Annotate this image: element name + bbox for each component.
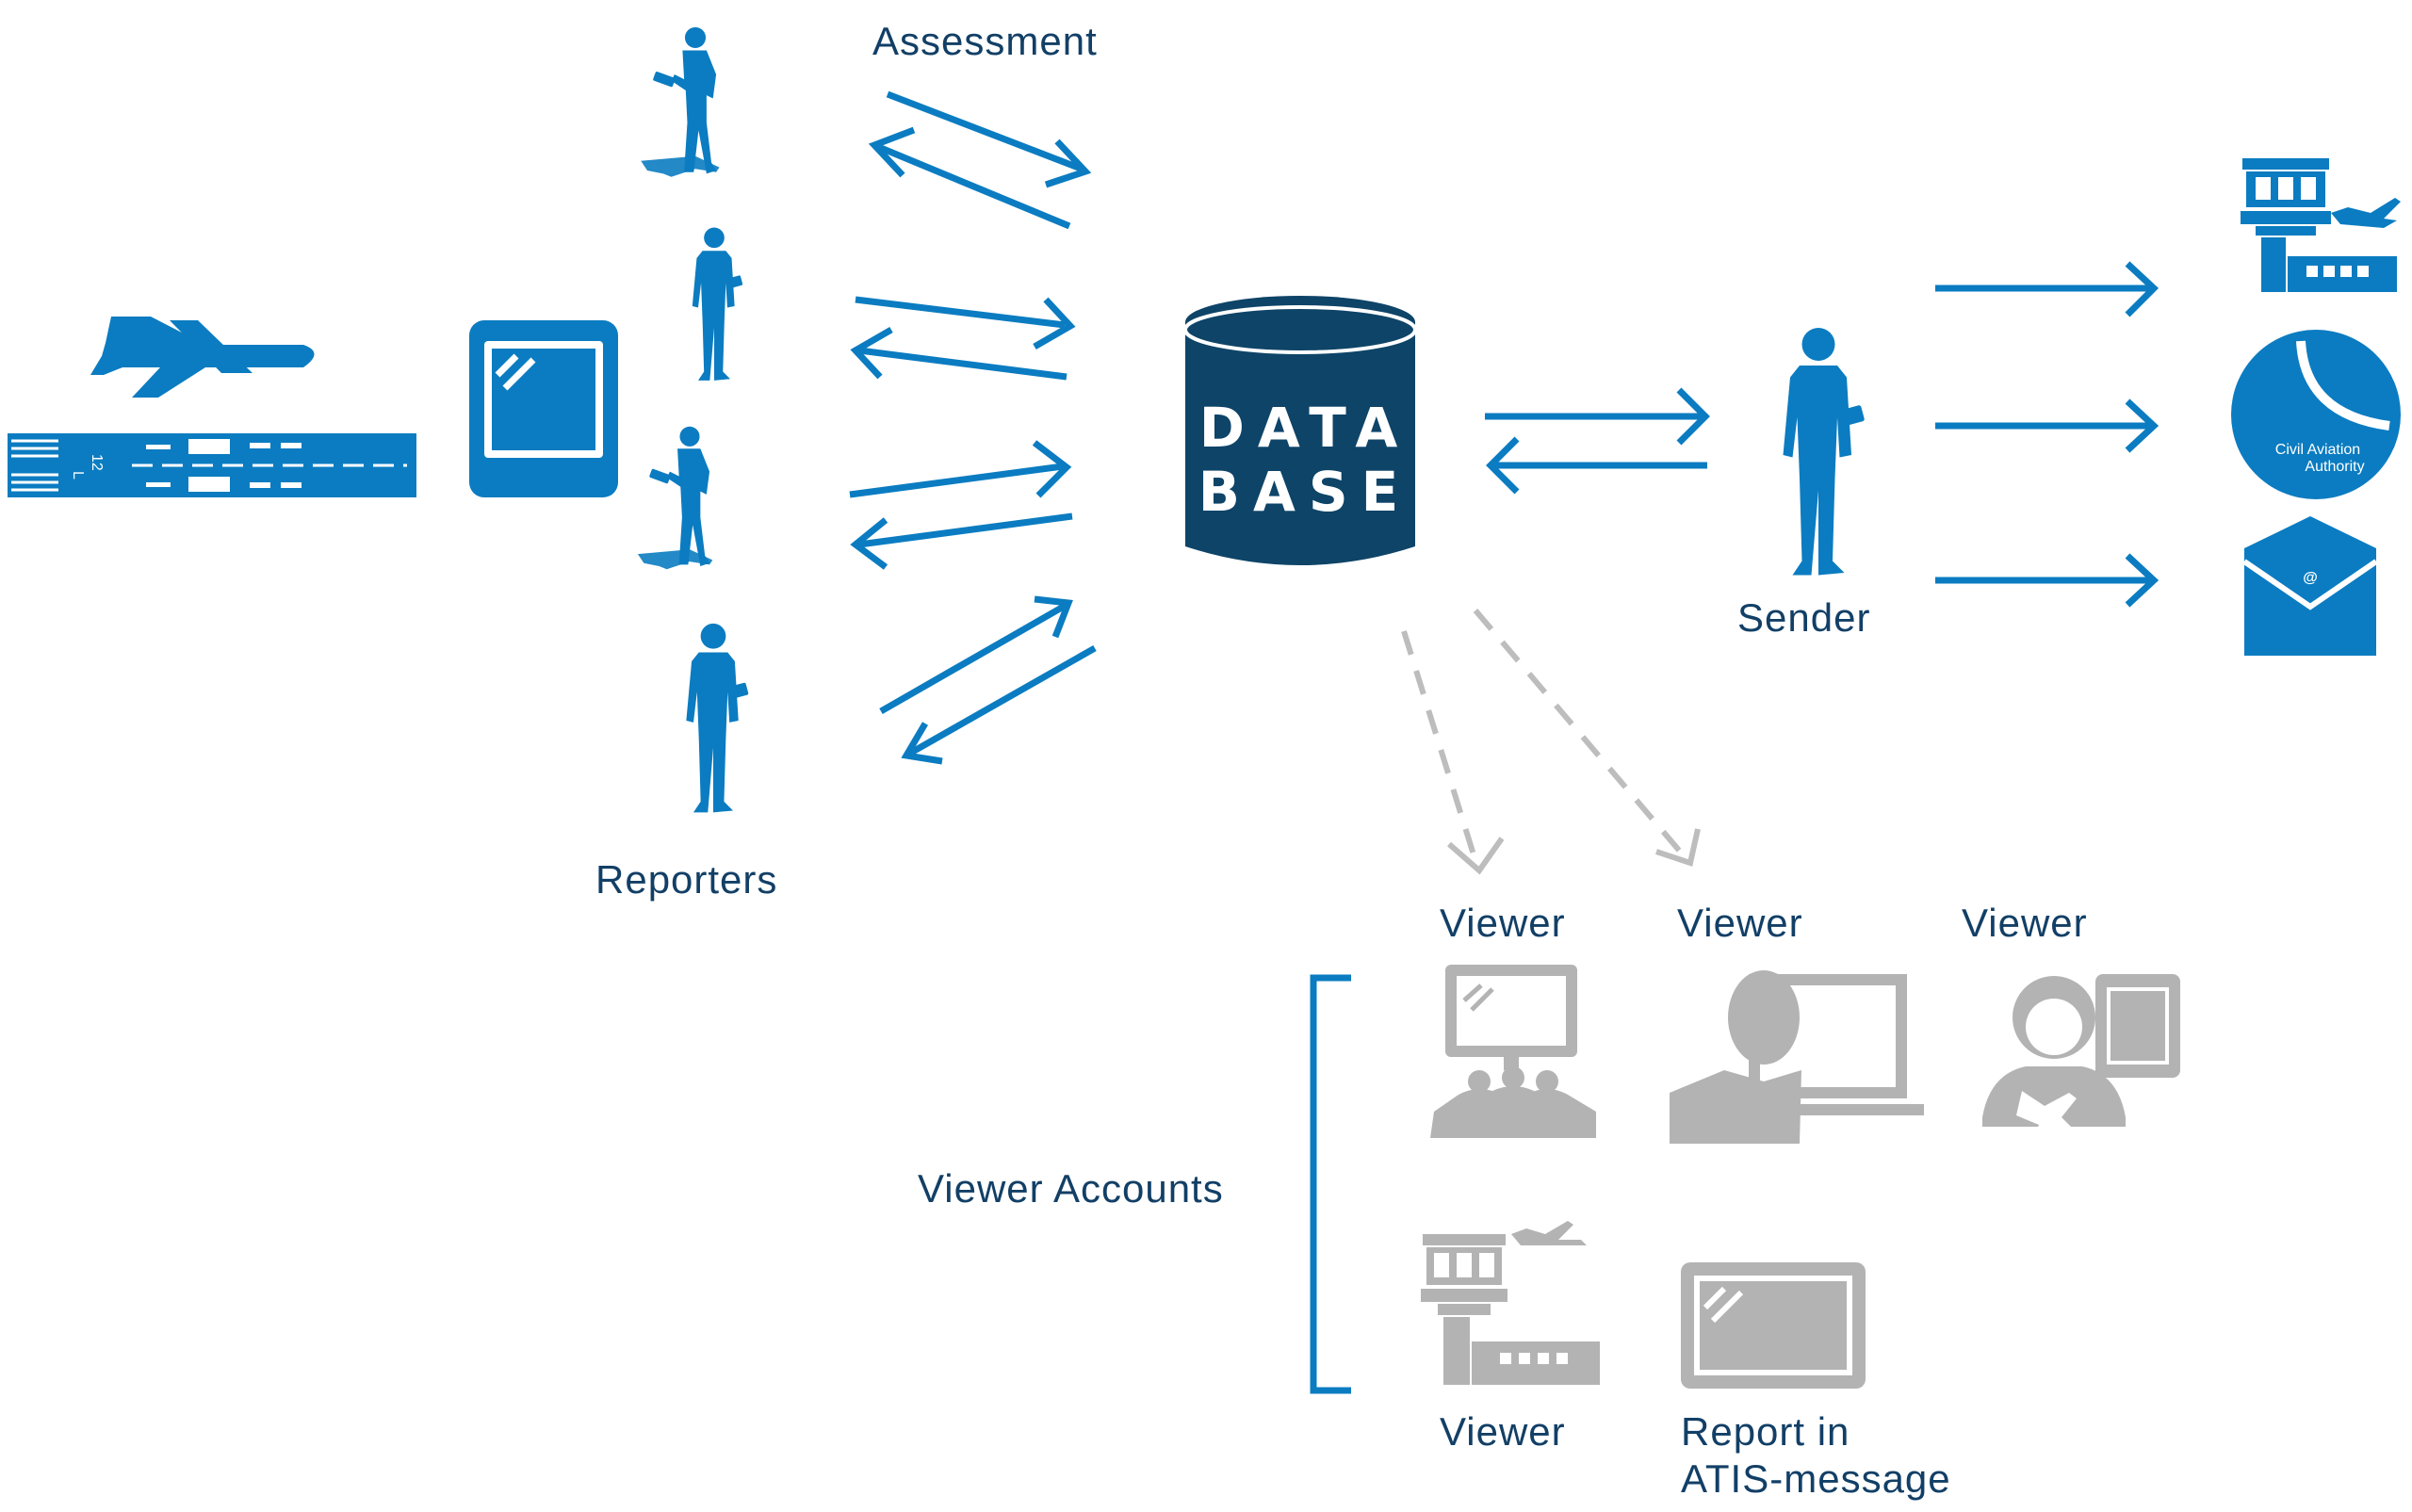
control-tower-icon <box>2241 158 2401 292</box>
sender-output-arrows <box>1935 261 2159 608</box>
sender-label: Sender <box>1737 595 1870 640</box>
reporter-person-icon <box>641 26 720 177</box>
report-label-line1: Report in <box>1681 1409 1850 1454</box>
civil-aviation-authority-logo: Civil Aviation Authority <box>2231 330 2401 499</box>
sender-person-icon <box>1783 328 1866 576</box>
reporter-person-icon <box>637 426 713 570</box>
database-viewer-arrows <box>1401 609 1701 875</box>
database-label-line2: BASE <box>1198 460 1412 524</box>
person-monitor-icon <box>1670 970 1924 1144</box>
reporters-label: Reporters <box>595 857 777 902</box>
caa-line1: Civil Aviation <box>2275 442 2360 458</box>
viewer-label: Viewer <box>1440 901 1566 945</box>
runway-icon: 12 L <box>8 433 416 497</box>
person-tablet-plane-icon <box>1982 974 2180 1157</box>
email-symbol: @ <box>2303 570 2318 586</box>
airplane-icon <box>90 317 315 398</box>
email-icon: @ <box>2242 516 2378 656</box>
runway-number: 12 <box>89 454 105 471</box>
viewer-accounts-bracket <box>1310 974 1351 1394</box>
database-label-line1: DATA <box>1199 396 1410 460</box>
assessment-label: Assessment <box>872 19 1098 63</box>
reporter-database-arrows <box>849 90 1097 765</box>
database-icon: DATA BASE <box>1183 296 1417 565</box>
caa-line2: Authority <box>2305 459 2364 475</box>
viewer-label: Viewer <box>1440 1409 1566 1454</box>
tower-airplane-icon <box>1421 1221 1600 1385</box>
database-sender-arrows <box>1485 387 1710 495</box>
runway-side: L <box>70 471 86 480</box>
viewer-label: Viewer <box>1962 901 2088 945</box>
tablet-icon <box>469 320 618 497</box>
viewer-label: Viewer <box>1677 901 1803 945</box>
monitor-group-icon <box>1430 965 1596 1138</box>
viewer-accounts-label: Viewer Accounts <box>918 1166 1224 1211</box>
reporter-person-icon <box>692 227 743 381</box>
reporter-person-icon <box>686 623 749 813</box>
report-label-line2: ATIS-message <box>1681 1456 1951 1501</box>
monitor-icon <box>1681 1262 1866 1389</box>
